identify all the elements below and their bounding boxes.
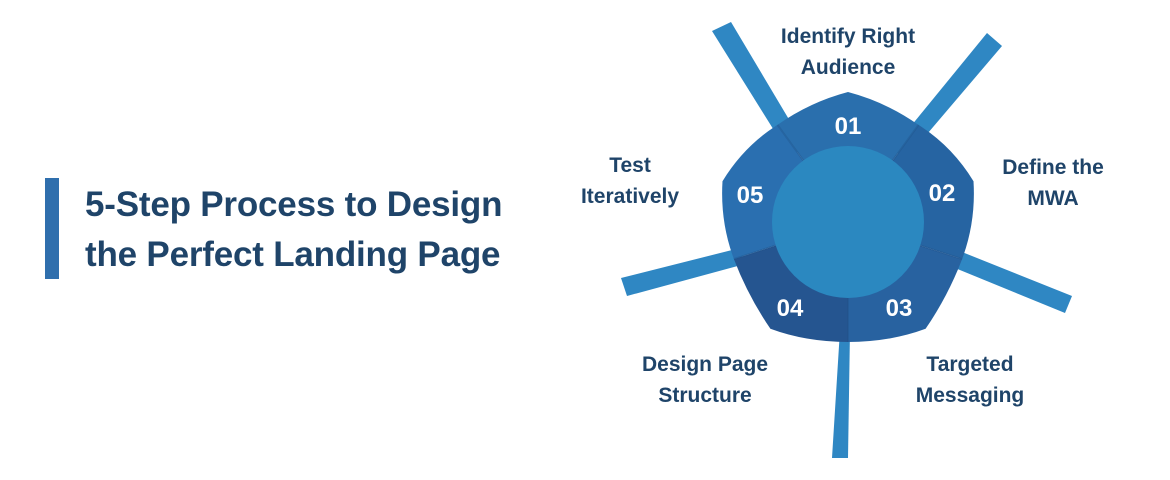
step-number-03: 03 bbox=[886, 295, 913, 322]
step-number-01: 01 bbox=[835, 113, 862, 140]
ray-right bbox=[955, 252, 1072, 313]
page-title-line-1: 5-Step Process to Design bbox=[85, 185, 503, 224]
ray-bottom bbox=[832, 330, 850, 458]
step-numbers: 01 02 03 04 05 bbox=[737, 113, 956, 322]
page-title-line-2: the Perfect Landing Page bbox=[85, 235, 501, 274]
step-number-05: 05 bbox=[737, 182, 764, 209]
title-accent-bar bbox=[45, 178, 59, 279]
step-label-02: Define the MWA bbox=[1002, 156, 1104, 210]
page-title: 5-Step Process to Design the Perfect Lan… bbox=[85, 180, 565, 280]
step-label-01: Identify Right Audience bbox=[780, 25, 916, 79]
step-label-04: Design Page Structure bbox=[641, 353, 769, 407]
step-number-04: 04 bbox=[777, 295, 804, 322]
step-number-02: 02 bbox=[929, 180, 956, 207]
ray-left bbox=[621, 248, 745, 296]
step-label-05: Test Iteratively bbox=[580, 154, 680, 208]
center-circle bbox=[772, 146, 924, 298]
step-label-03: Targeted Messaging bbox=[915, 353, 1025, 407]
